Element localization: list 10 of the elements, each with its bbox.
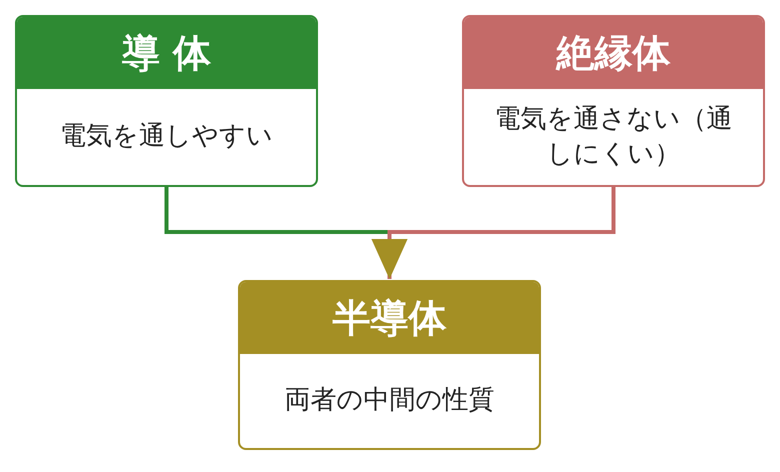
card-header: 導 体 xyxy=(17,17,316,89)
card-header: 絶縁体 xyxy=(464,17,763,89)
description-text: 電気を通しやすい xyxy=(59,120,274,154)
card-box xyxy=(15,15,318,187)
description-text: 電気を通さない（通しにくい） xyxy=(494,102,734,171)
description-text: 両者の中間の性質 xyxy=(284,384,496,418)
card-box xyxy=(462,15,765,187)
card-box xyxy=(238,280,541,450)
arrow xyxy=(372,187,616,279)
card-header: 半導体 xyxy=(240,282,539,354)
